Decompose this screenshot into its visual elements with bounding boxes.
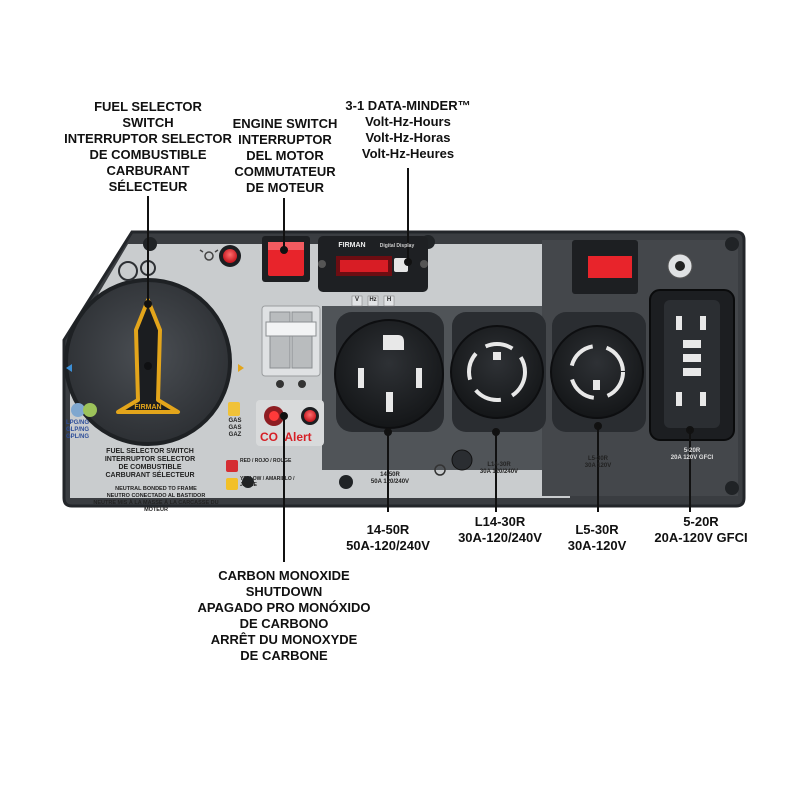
outlet-label-5-20r: 5-20R 20A 120V GFCI bbox=[670, 448, 714, 461]
co-alert-brand-alert: Alert bbox=[284, 430, 312, 444]
outlet-14-50r-callout: 14-50R 50A-120/240V bbox=[346, 522, 430, 553]
meter-brand-label: FIRMAN bbox=[338, 242, 366, 249]
outlet-5-20r-gfci[interactable] bbox=[649, 289, 735, 441]
main-breaker[interactable] bbox=[261, 305, 321, 388]
lpg-label: LPG/NG GLP/NG GPL/NG bbox=[66, 420, 90, 440]
meter-button-v: V bbox=[354, 297, 359, 303]
fuel-arrow-icons bbox=[66, 364, 244, 372]
meter-button-hz: Hz bbox=[369, 297, 377, 303]
data-minder-callout: 3-1 DATA-MINDER™ Volt-Hz-Hours Volt-Hz-H… bbox=[345, 98, 471, 161]
fuel-selector-panel-label: FUEL SELECTOR SWITCH INTERRUPTOR SELECTO… bbox=[104, 448, 196, 479]
ready-indicator-light bbox=[219, 245, 241, 267]
co-legend-lights bbox=[226, 460, 238, 490]
co-red-legend: RED / ROJO / ROUGE bbox=[240, 458, 292, 464]
dc-jack[interactable] bbox=[667, 253, 693, 279]
meter-button-h: H bbox=[386, 297, 392, 303]
outlet-14-50r[interactable] bbox=[334, 312, 444, 432]
gas-label: GAS GAS GAZ bbox=[228, 418, 242, 438]
outlet-l5-30r-callout: L5-30R 30A-120V bbox=[567, 522, 627, 553]
co-alert-indicator bbox=[256, 400, 324, 446]
outlet-l14-30r[interactable] bbox=[450, 312, 546, 432]
outlet-label-14-50r: 14-50R 50A 120/240V bbox=[370, 472, 410, 485]
outlet-l5-30r[interactable] bbox=[550, 312, 646, 432]
fuel-selector-callout: FUEL SELECTOR SWITCH INTERRUPTOR SELECTO… bbox=[64, 99, 232, 194]
lpg-icon bbox=[71, 403, 97, 417]
meter-sub-label: Digital Display bbox=[379, 243, 415, 249]
outlet-l14-30r-callout: L14-30R 30A-120/240V bbox=[458, 514, 542, 545]
outlet-label-l5-30r: L5-30R 30A 120V bbox=[584, 456, 612, 469]
engine-switch[interactable] bbox=[262, 236, 310, 282]
outlet-5-20r-callout: 5-20R 20A-120V GFCI bbox=[654, 514, 748, 545]
knob-brand-label: FIRMAN bbox=[134, 404, 162, 411]
co-shutdown-callout: CARBON MONOXIDE SHUTDOWN APAGADO PRO MON… bbox=[197, 568, 371, 663]
neutral-bond-label: NEUTRAL BONDED TO FRAME NEUTRO CONECTADO… bbox=[93, 486, 219, 513]
outlet-label-l14-30r: L14-30R 30A 120/240V bbox=[479, 462, 519, 475]
data-minder-meter bbox=[318, 236, 428, 292]
outlet-breaker-switch[interactable] bbox=[572, 240, 638, 294]
leader-lines bbox=[144, 168, 694, 562]
co-alert-brand-co: CO bbox=[260, 430, 278, 444]
gas-icon bbox=[228, 402, 240, 416]
light-icon bbox=[199, 249, 219, 261]
co-yellow-legend: YELLOW / AMARILLO / JAUNE bbox=[240, 476, 295, 488]
meter-buttons bbox=[351, 295, 395, 307]
ground-terminal[interactable] bbox=[434, 449, 473, 476]
engine-switch-callout: ENGINE SWITCH INTERRUPTOR DEL MOTOR COMM… bbox=[232, 116, 338, 195]
